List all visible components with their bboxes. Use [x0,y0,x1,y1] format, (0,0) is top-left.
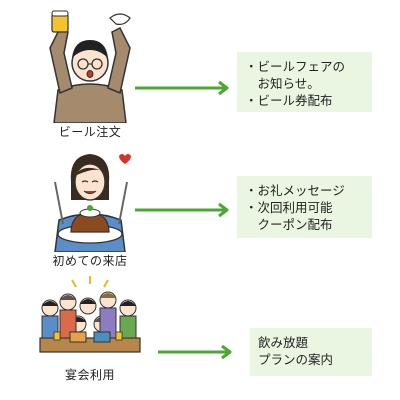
flow-row-beer-order: ビール注文 ・ビールフェアの お知らせ。 ・ビール券配布 [0,0,400,140]
info-line: お知らせ。 [245,76,320,91]
caption-beer-order: ビール注文 [58,125,122,139]
info-line: クーポン配布 [245,217,333,232]
arrow-right-icon [135,80,229,96]
caption-banquet: 宴会利用 [64,368,115,382]
info-line: ・ビールフェアの [245,59,346,74]
info-line: プランの案内 [258,352,334,367]
info-box-first-visit: ・お礼メッセージ ・次回利用可能 クーポン配布 [237,176,372,238]
info-line: ・お礼メッセージ [245,183,345,198]
flow-row-banquet: 宴会利用 飲み放題 プランの案内 [0,270,400,400]
info-box-beer-order: ・ビールフェアの お知らせ。 ・ビール券配布 [237,52,372,112]
woman-with-dish-illustration [54,154,131,252]
group-party-illustration [39,276,141,353]
caption-first-visit: 初めての来店 [52,254,128,268]
arrow-right-icon [158,344,232,360]
info-line: ・ビール券配布 [245,93,333,108]
man-raising-beer-illustration [49,10,131,123]
info-line: 飲み放題 [258,335,309,350]
flow-row-first-visit: 初めての来店 ・お礼メッセージ ・次回利用可能 クーポン配布 [0,140,400,270]
info-box-banquet: 飲み放題 プランの案内 [250,328,372,376]
info-line: ・次回利用可能 [245,200,333,215]
arrow-right-icon [135,202,229,218]
